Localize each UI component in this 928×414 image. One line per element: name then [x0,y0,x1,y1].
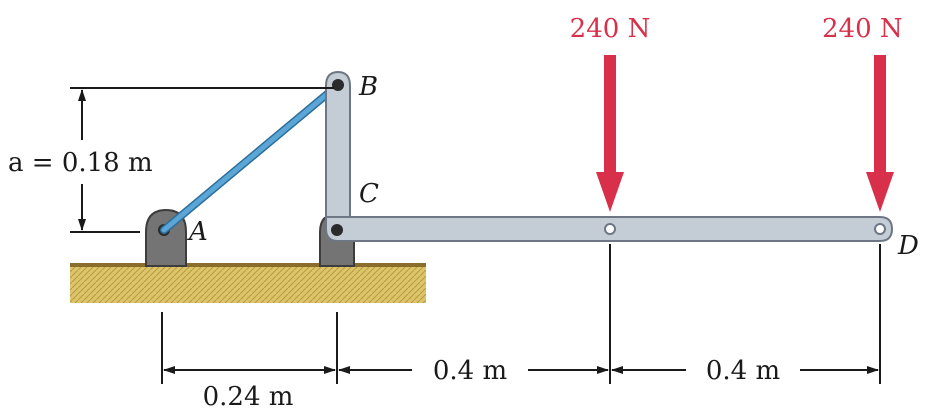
load-1-label: 240 N [570,14,651,44]
member-bc [325,70,351,227]
ground [70,265,426,303]
dim-height-label: a = 0.18 m [8,148,153,178]
hole-load-1 [604,223,616,235]
ground-surface [70,263,426,267]
dim-c-load-label: 0.4 m [433,356,507,386]
load-1: 240 N [570,14,651,212]
load-1-arrowhead [596,172,624,212]
dim-load-d-label: 0.4 m [706,356,780,386]
load-2-shaft [874,55,886,175]
dim-ac-label: 0.24 m [203,382,294,412]
label-c: C [359,179,379,209]
load-2-arrowhead [866,172,894,212]
pin-b [332,79,344,91]
pin-c [331,224,343,236]
link-ab-fill [161,82,341,233]
load-2-label: 240 N [822,14,903,44]
label-b: B [358,72,378,102]
label-a: A [187,217,208,247]
hole-d [874,223,886,235]
load-2: 240 N [822,14,903,212]
load-1-shaft [604,55,616,175]
label-d: D [897,231,919,261]
